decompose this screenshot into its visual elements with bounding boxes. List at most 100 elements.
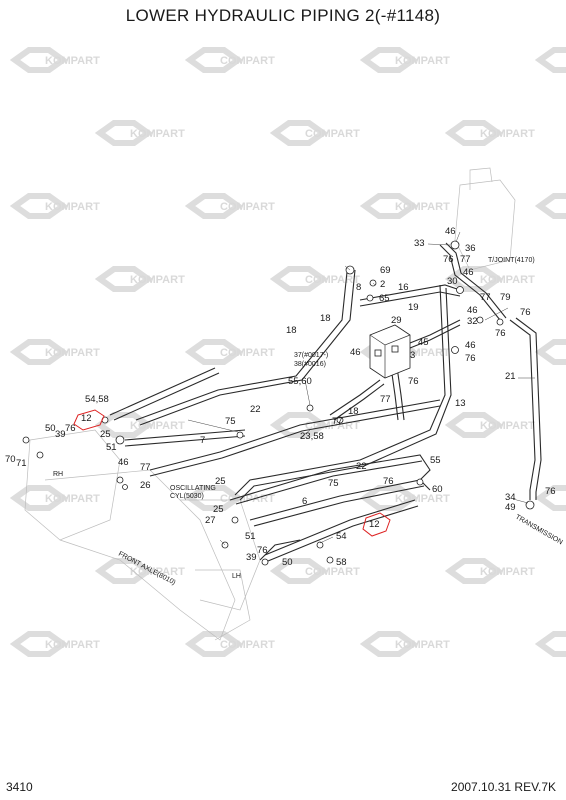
callout-label: 75 xyxy=(328,478,339,489)
watermark-text: KOMPART xyxy=(130,128,185,140)
callout-label: 50 xyxy=(45,423,56,434)
callout-label: 18 xyxy=(348,406,359,417)
callout-label: 8 xyxy=(356,282,361,293)
page-number: 3410 xyxy=(6,780,33,794)
highlight-markers xyxy=(73,409,391,537)
watermark-text: KOMPART xyxy=(480,274,535,286)
callout-label: 65 xyxy=(379,293,390,304)
callout-label: 25 xyxy=(100,429,111,440)
watermark-text: KOMPART xyxy=(130,566,185,578)
serial-note: 38(#0016) xyxy=(294,361,326,368)
watermark-text: COMPART xyxy=(220,347,275,359)
watermark-logo-icon xyxy=(94,412,154,438)
watermark-text: KOMPART xyxy=(45,639,100,651)
callout-label: 76 xyxy=(408,376,419,387)
watermark-logo-icon xyxy=(184,193,244,219)
callout-label: 76 xyxy=(520,307,531,318)
watermark-text: COMPART xyxy=(220,201,275,213)
rh-note: RH xyxy=(53,471,63,478)
callout-label: 19 xyxy=(408,302,419,313)
callout-label: 32 xyxy=(467,316,478,327)
valve-block xyxy=(369,324,411,379)
callout-label: 25 xyxy=(213,504,224,515)
callout-label: 29 xyxy=(391,315,402,326)
watermark-text: KOMPART xyxy=(45,347,100,359)
callout-label: 77 xyxy=(380,394,391,405)
watermark-text: KOMPART xyxy=(480,566,535,578)
t-joint-note: T/JOINT(4170) xyxy=(488,257,535,264)
callout-label: 23,58 xyxy=(300,431,324,442)
callout-label: 33 xyxy=(414,238,425,249)
watermark-text: KOMPART xyxy=(130,420,185,432)
watermark-logo-icon xyxy=(9,47,69,73)
watermark-logo-icon xyxy=(269,558,329,584)
page-title: LOWER HYDRAULIC PIPING 2(-#1148) xyxy=(125,6,441,25)
callout-label: 77 xyxy=(480,292,491,303)
watermark-text: KOMPART xyxy=(395,639,450,651)
callout-label: 46 xyxy=(350,347,361,358)
watermark-logo-icon xyxy=(444,120,504,146)
watermark-logo-icon xyxy=(359,47,419,73)
oscillating-note-line1: OSCILLATING xyxy=(170,485,216,492)
callout-label: 79 xyxy=(500,292,511,303)
callout-label: 39 xyxy=(246,552,257,563)
callout-label: 76 xyxy=(545,486,556,497)
callout-label: 54 xyxy=(336,531,347,542)
callout-label: 77 xyxy=(140,462,151,473)
callout-label: 6 xyxy=(302,496,307,507)
watermark-logo-icon xyxy=(9,193,69,219)
watermark-text: COMPART xyxy=(305,274,360,286)
callout-label: 46 xyxy=(445,226,456,237)
callout-label: 69 xyxy=(380,265,391,276)
callout-label: 21 xyxy=(505,371,516,382)
callout-label: 58 xyxy=(336,557,347,568)
watermark-text: KOMPART xyxy=(395,55,450,67)
callout-label: 25 xyxy=(215,476,226,487)
highlight-hexagon xyxy=(73,409,105,431)
watermark-text: KOMPART xyxy=(480,128,535,140)
watermark-logo-icon xyxy=(359,631,419,657)
watermark-text: COMPART xyxy=(220,639,275,651)
callout-label: 70 xyxy=(5,454,16,465)
watermark-logo-icon xyxy=(444,266,504,292)
watermark-logo-icon xyxy=(444,412,504,438)
watermark-logo-icon xyxy=(444,558,504,584)
callout-label: 76 xyxy=(495,328,506,339)
callout-label: 50 xyxy=(282,557,293,568)
watermark-text: KOMPART xyxy=(480,420,535,432)
watermark-logo-icon xyxy=(9,631,69,657)
callout-label: 51 xyxy=(245,531,256,542)
callout-label: 46 xyxy=(467,305,478,316)
callout-label: 71 xyxy=(16,458,27,469)
watermark-text: COMPART xyxy=(220,55,275,67)
callout-label: 46 xyxy=(465,340,476,351)
watermark-logo-icon xyxy=(534,47,566,73)
watermark-logo-icon xyxy=(534,193,566,219)
watermark-text: COMPART xyxy=(305,128,360,140)
callout-label: 18 xyxy=(320,313,331,324)
watermark-logo-icon xyxy=(94,558,154,584)
callout-label: 77 xyxy=(460,254,471,265)
watermark-logo-icon xyxy=(534,485,566,511)
callout-label: 16 xyxy=(398,282,409,293)
callout-label: 22 xyxy=(250,404,261,415)
callout-label: 76 xyxy=(65,423,76,434)
watermark-text: KOMPART xyxy=(395,201,450,213)
callout-label: 46 xyxy=(118,457,129,468)
callout-label: 7 xyxy=(200,435,205,446)
callout-label: 26 xyxy=(140,480,151,491)
watermark-logo-icon xyxy=(269,120,329,146)
callout-label: 51 xyxy=(106,442,117,453)
lh-note: LH xyxy=(232,573,241,580)
callout-label: 22 xyxy=(356,461,367,472)
callout-label: 49 xyxy=(505,502,516,513)
watermark-logo-icon xyxy=(9,339,69,365)
callout-label: 76 xyxy=(465,353,476,364)
oscillating-note-line2: CYL(5030) xyxy=(170,493,204,500)
callout-label: 46 xyxy=(463,267,474,278)
watermark-text: KOMPART xyxy=(45,55,100,67)
watermark-logo-icon xyxy=(184,631,244,657)
watermark-logo-icon xyxy=(534,631,566,657)
callout-label: 12 xyxy=(369,519,380,530)
highlight-hexagon xyxy=(362,512,391,537)
